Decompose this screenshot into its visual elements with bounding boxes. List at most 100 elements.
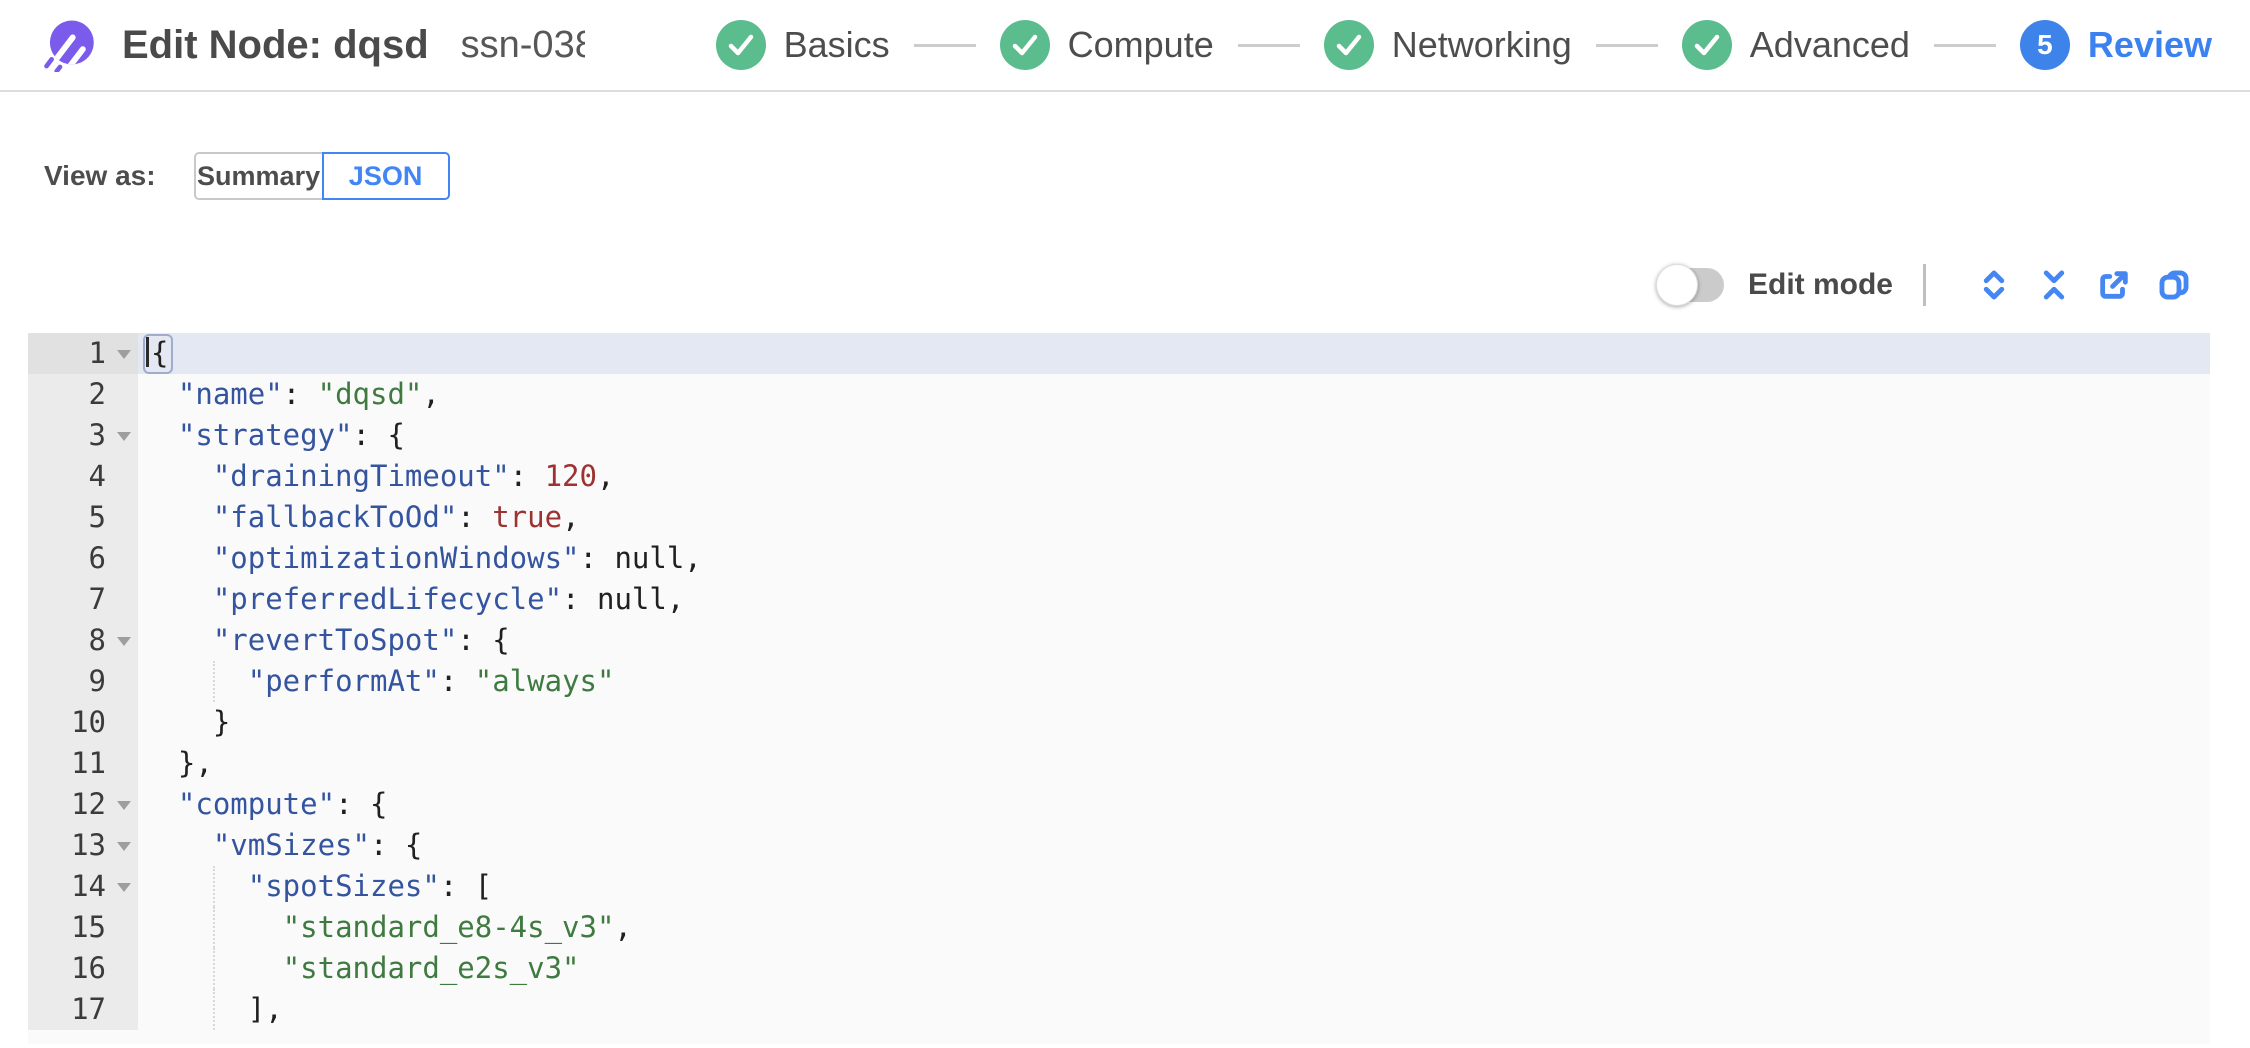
edit-mode-toggle[interactable] (1655, 264, 1724, 306)
collapse-all-icon (2043, 270, 2065, 300)
copy-button[interactable] (2154, 265, 2194, 305)
code-line[interactable]: }, (177, 746, 213, 780)
step-review[interactable]: 5 Review (2019, 20, 2212, 70)
text-cursor (146, 337, 149, 367)
editor-line: 5 "fallbackToOd": true, (28, 497, 2210, 538)
code-line[interactable]: "name": "dqsd", (177, 377, 440, 411)
code-line[interactable]: "fallbackToOd": true, (212, 500, 580, 534)
app-logo-icon (44, 20, 94, 72)
editor-line: 8 "revertToSpot": { (28, 620, 2210, 661)
step-check-icon (1323, 20, 1374, 70)
editor-line: 7 "preferredLifecycle": null, (28, 579, 2210, 620)
editor-line: 16 "standard_e2s_v3" (28, 948, 2210, 989)
editor-line: 2 "name": "dqsd", (28, 374, 2210, 415)
line-number: 4 (28, 456, 138, 497)
code-line[interactable]: } (212, 705, 231, 739)
line-number: 1 (28, 333, 138, 374)
editor-line: 4 "drainingTimeout": 120, (28, 456, 2210, 497)
code-line[interactable]: "spotSizes": [ (138, 866, 2210, 907)
step-label: Compute (1067, 24, 1214, 65)
toolbar-divider (1923, 264, 1926, 306)
export-icon (2100, 271, 2128, 299)
editor-line: 10 } (28, 702, 2210, 743)
view-toggle-json-button[interactable]: JSON (321, 152, 450, 200)
editor-line: 1{ (28, 333, 2210, 374)
editor-line: 6 "optimizationWindows": null, (28, 538, 2210, 579)
line-number: 10 (28, 702, 138, 743)
line-number: 6 (28, 538, 138, 579)
line-number: 13 (28, 825, 138, 866)
copy-icon (2159, 270, 2189, 300)
code-line[interactable]: "revertToSpot": { (212, 623, 510, 657)
line-number: 11 (28, 743, 138, 784)
step-connector (1237, 43, 1300, 47)
editor-line: 13 "vmSizes": { (28, 825, 2210, 866)
step-connector (913, 43, 976, 47)
step-connector (1933, 43, 1996, 47)
editor-line: 14 "spotSizes": [ (28, 866, 2210, 907)
expand-all-button[interactable] (1974, 265, 2014, 305)
fold-arrow-icon[interactable] (117, 432, 131, 441)
indent-guide (212, 989, 215, 1030)
fold-arrow-icon[interactable] (117, 842, 131, 851)
step-connector (1595, 43, 1658, 47)
step-check-icon (999, 20, 1050, 70)
bracket-highlight: { (143, 334, 174, 374)
json-editor[interactable]: 1{2 "name": "dqsd",3 "strategy": {4 "dra… (28, 333, 2210, 1044)
page-title: Edit Node: dqsd (122, 22, 429, 67)
code-line[interactable]: "standard_e2s_v3" (138, 948, 2210, 989)
collapse-all-button[interactable] (2034, 265, 2074, 305)
editor-line: 17 ], (28, 989, 2210, 1030)
step-check-icon (1681, 20, 1732, 70)
step-basics[interactable]: Basics (715, 20, 890, 70)
line-number: 9 (28, 661, 138, 702)
code-line[interactable]: "strategy": { (177, 418, 405, 452)
toggle-knob (1655, 264, 1698, 306)
fold-arrow-icon[interactable] (117, 637, 131, 646)
indent-guide (212, 661, 215, 702)
line-number: 16 (28, 948, 138, 989)
step-label: Review (2087, 24, 2212, 65)
code-line[interactable]: "compute": { (177, 787, 388, 821)
export-button[interactable] (2094, 265, 2134, 305)
editor-toolbar: Edit mode (0, 262, 2250, 308)
line-number: 2 (28, 374, 138, 415)
indent-guide (212, 948, 215, 989)
line-number: 12 (28, 784, 138, 825)
code-line[interactable]: ], (138, 989, 2210, 1030)
step-label: Basics (783, 24, 890, 65)
indent-guide (212, 866, 215, 907)
code-line[interactable]: "preferredLifecycle": null, (212, 582, 685, 616)
fold-arrow-icon[interactable] (117, 350, 131, 359)
editor-line: 3 "strategy": { (28, 415, 2210, 456)
line-number: 3 (28, 415, 138, 456)
line-number: 15 (28, 907, 138, 948)
line-number: 14 (28, 866, 138, 907)
editor-line: 15 "standard_e8-4s_v3", (28, 907, 2210, 948)
line-number: 17 (28, 989, 138, 1030)
code-line[interactable]: { (138, 333, 2210, 374)
view-as-label: View as: (44, 160, 156, 191)
step-advanced[interactable]: Advanced (1681, 20, 1910, 70)
line-number: 7 (28, 579, 138, 620)
wizard-stepper: Basics Compute Networking Advanced 5 Review (715, 20, 2212, 70)
fold-arrow-icon[interactable] (117, 883, 131, 892)
step-number-badge: 5 (2019, 20, 2070, 70)
step-compute[interactable]: Compute (999, 20, 1214, 70)
editor-line: 11 }, (28, 743, 2210, 784)
code-line[interactable]: "drainingTimeout": 120, (212, 459, 615, 493)
code-line[interactable]: "standard_e8-4s_v3", (138, 907, 2210, 948)
code-line[interactable]: "optimizationWindows": null, (212, 541, 702, 575)
step-check-icon (715, 20, 766, 70)
expand-all-icon (1983, 270, 2005, 300)
line-number: 8 (28, 620, 138, 661)
code-line[interactable]: "performAt": "always" (138, 661, 2210, 702)
step-networking[interactable]: Networking (1323, 20, 1572, 70)
code-line[interactable]: "vmSizes": { (212, 828, 423, 862)
editor-line: 12 "compute": { (28, 784, 2210, 825)
fold-arrow-icon[interactable] (117, 801, 131, 810)
view-toggle-summary-button[interactable]: Summary (193, 152, 322, 200)
